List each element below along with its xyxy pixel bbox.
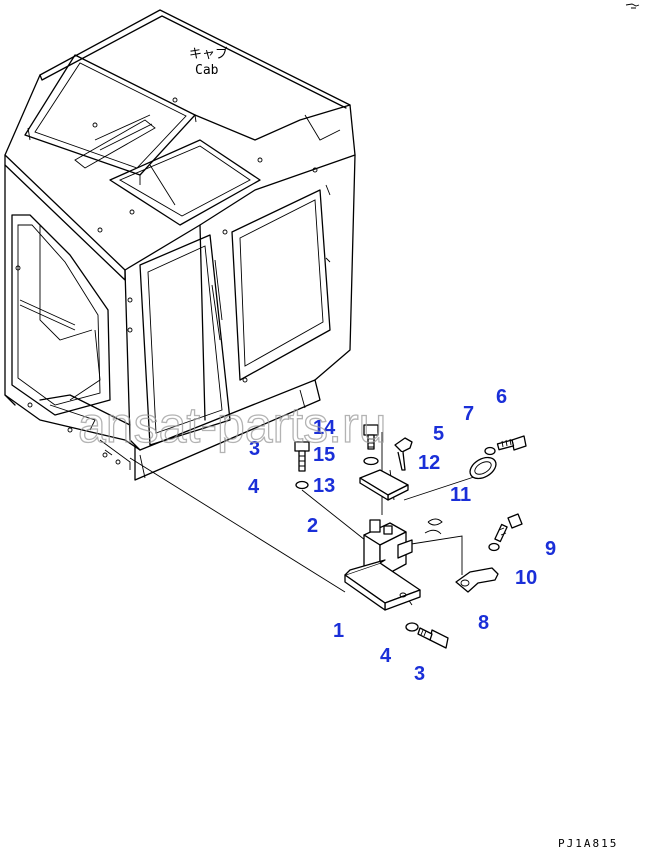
bolt-9: [494, 513, 523, 543]
callout-10: 10: [515, 567, 537, 589]
cab-label-english: Cab: [195, 63, 219, 78]
bolt-3-upper: [294, 441, 310, 472]
bracket-1: [344, 559, 421, 611]
callout-3-upper: 3: [249, 438, 260, 460]
lens-5: [469, 456, 497, 480]
callout-13: 13: [313, 475, 335, 497]
watermark: ansat-parts.ru: [78, 397, 386, 453]
washer-15: [363, 456, 379, 466]
callout-8: 8: [478, 612, 489, 634]
switch-box-2: [363, 519, 413, 579]
clip-12: [394, 437, 413, 471]
corner-mark: [625, 3, 640, 9]
callout-4-lower: 4: [380, 645, 392, 667]
callout-9: 9: [545, 538, 556, 560]
washer-4-lower: [405, 622, 419, 632]
callout-2: 2: [307, 515, 318, 537]
washer-7: [484, 446, 496, 456]
callout-7: 7: [463, 403, 474, 425]
callout-14: 14: [313, 417, 336, 439]
callout-5: 5: [433, 423, 444, 445]
callout-1: 1: [333, 620, 344, 642]
callout-12: 12: [418, 452, 440, 474]
callouts: 1 2 3 3 4 4 5 6 7 8 9 10 11 12 13 14 15: [248, 386, 556, 685]
washer-10: [488, 542, 500, 552]
callout-15: 15: [313, 444, 335, 466]
callout-4-upper: 4: [248, 476, 260, 498]
callout-11: 11: [450, 484, 471, 506]
washer-4-upper: [295, 480, 309, 490]
bolt-14: [363, 424, 379, 450]
cab-drawing: [4, 9, 356, 481]
clamp-8: [455, 567, 499, 593]
wire-11: [424, 518, 443, 535]
plate-13: [359, 469, 409, 501]
callout-6: 6: [496, 386, 507, 408]
cab-label-japanese: キャブ: [189, 46, 228, 62]
bolt-6: [496, 435, 527, 451]
bolt-3-lower: [417, 627, 449, 649]
drawing-code: PJ1A815: [558, 837, 618, 850]
callout-3-lower: 3: [414, 663, 425, 685]
